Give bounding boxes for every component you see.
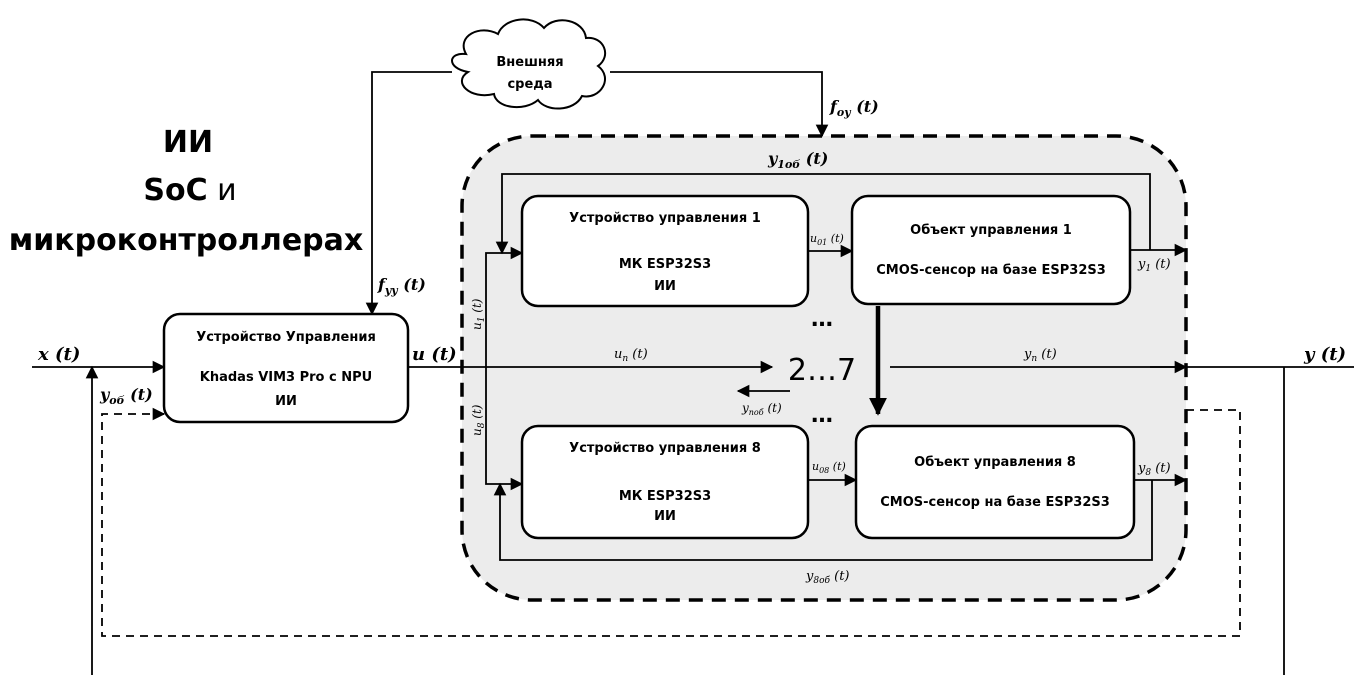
f-yy-label: fyy (t): [377, 275, 426, 297]
title-and: и: [208, 173, 237, 208]
object-8-block: Объект управления 8 CMOS-сенсор на базе …: [854, 424, 1136, 540]
title-soc: SoC: [143, 173, 207, 208]
y-output-label: y (t): [1303, 344, 1346, 365]
u1-branch-line: [485, 246, 524, 367]
object-8-sensor: CMOS-сенсор на базе ESP32S3: [880, 495, 1110, 510]
un-label: un (t): [614, 347, 648, 364]
x-label: x (t): [37, 344, 80, 365]
y1ob-feedback-line: [495, 173, 1151, 255]
middle-range-label: 2…7: [788, 353, 856, 388]
controller-8-title: Устройство управления 8: [569, 441, 761, 456]
u1-label: u1 (t): [470, 298, 487, 330]
main-controller-title: Устройство Управления: [196, 330, 376, 345]
y1-label: y1 (t): [1137, 257, 1171, 274]
y8-label: y8 (t): [1137, 461, 1171, 478]
controller-1-block: Устройство управления 1 МК ESP32S3 ИИ: [520, 194, 810, 308]
cloud-label-2: среда: [507, 77, 552, 92]
title-line-2: SoC и: [143, 173, 236, 208]
y8ob-label: y8об (t): [805, 569, 850, 586]
controller-1-mcu: МК ESP32S3: [619, 257, 711, 272]
external-environment-cloud: Внешняя среда: [451, 18, 607, 110]
main-controller-ai: ИИ: [275, 394, 297, 409]
main-controller-hw: Khadas VIM3 Pro с NPU: [200, 370, 372, 385]
y8ob-feedback-line: [493, 480, 1153, 561]
dashed-feedback-line: [101, 407, 1241, 637]
object-1-block: Объект управления 1 CMOS-сенсор на базе …: [850, 194, 1132, 306]
cloud-label-1: Внешняя: [496, 55, 563, 70]
u01-label: u01 (t): [810, 232, 844, 247]
controller-1-title: Устройство управления 1: [569, 211, 761, 226]
main-controller-block: Устройство Управления Khadas VIM3 Pro с …: [162, 312, 410, 424]
u08-label: u08 (t): [812, 460, 846, 475]
u-label: u (t): [412, 344, 457, 365]
ellipsis-top: …: [811, 307, 833, 332]
controller-8-ai: ИИ: [654, 509, 676, 524]
f-yy-line: [365, 71, 452, 316]
title-line-3: микроконтроллерах: [9, 223, 364, 258]
controller-8-block: Устройство управления 8 МК ESP32S3 ИИ: [520, 424, 810, 540]
u8-label: u8 (t): [470, 404, 487, 436]
y-ob-label: yоб (t): [99, 385, 153, 407]
controller-1-ai: ИИ: [654, 279, 676, 294]
y1ob-label: y1об (t): [767, 149, 828, 171]
u8-branch-line: [485, 367, 524, 491]
controller-8-mcu: МК ESP32S3: [619, 489, 711, 504]
title-line-1: ИИ: [163, 125, 213, 160]
object-8-title: Объект управления 8: [914, 455, 1076, 470]
f-oy-label: foy (t): [829, 97, 879, 119]
yn-label: yn (t): [1023, 347, 1057, 364]
ellipsis-bottom: …: [811, 403, 833, 428]
f-oy-line: [610, 71, 829, 138]
object-1-sensor: CMOS-сенсор на базе ESP32S3: [876, 263, 1106, 278]
ynob-label: ynоб (t): [741, 401, 782, 417]
object-1-title: Объект управления 1: [910, 223, 1072, 238]
